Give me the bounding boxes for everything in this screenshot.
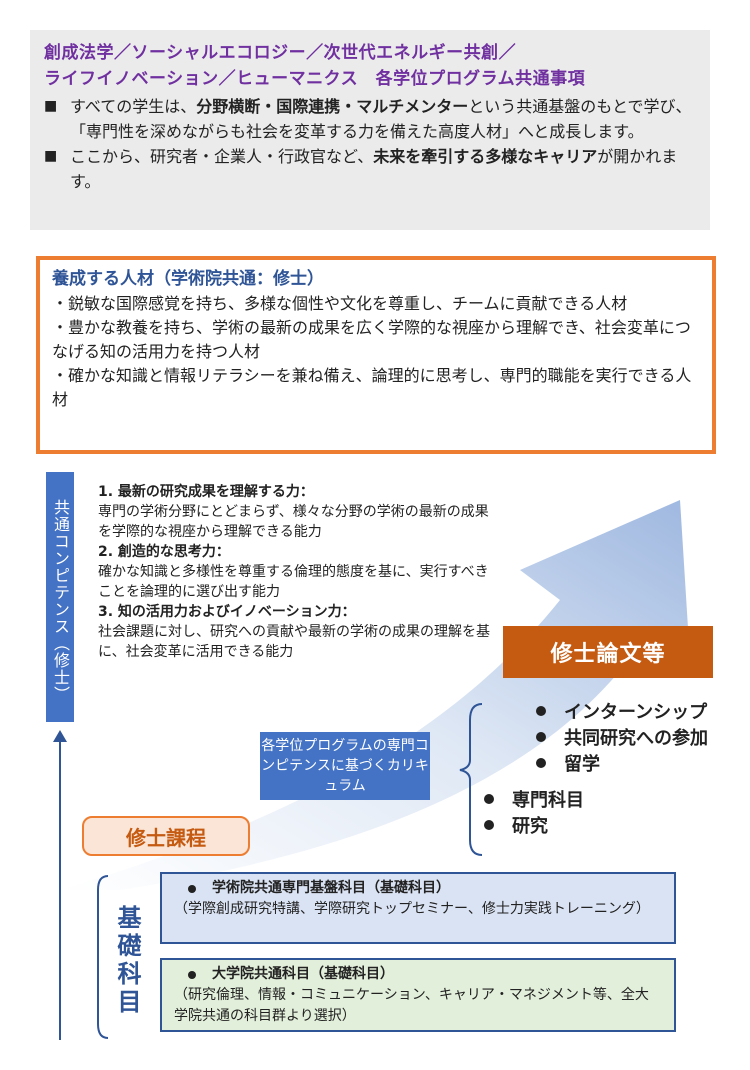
bullet-common-foundation: ■ すべての学生は、分野横断・国際連携・マルチメンターという共通基盤のもとで学び… (44, 94, 696, 144)
square-bullet-icon: ■ (44, 148, 58, 164)
talent-title: 養成する人材（学術院共通：修士） (52, 269, 324, 289)
progress-line (59, 740, 61, 1040)
competence-1-head: 1. 最新の研究成果を理解する力： (98, 484, 314, 500)
bullet2-text-bold: 未来を牽引する多様なキャリア (373, 147, 598, 166)
bullet2-text-a: ここから、研究者・企業人・行政官など、 (70, 147, 374, 166)
growth-arrow-graphic (60, 500, 690, 890)
upper-item-study-abroad: 留学 (536, 750, 600, 776)
basic-subjects-label: 基礎科目 (113, 905, 141, 1017)
arrow-up-icon (53, 730, 67, 742)
master-thesis-label: 修士論文等 (503, 626, 713, 678)
square-bullet-icon: ■ (44, 98, 58, 114)
program-title-line2: ライフイノベーション／ヒューマニクス 各学位プログラム共通事項 (44, 69, 586, 89)
competence-3-head: 3. 知の活用力およびイノベーション力： (98, 604, 356, 620)
talent-line-2: ・豊かな教養を持ち、学術の最新の成果を広く学際的な視座から理解でき、社会変革につ… (52, 318, 691, 361)
lower-item-label: 専門科目 (512, 790, 584, 811)
bullet-dot-icon (536, 732, 546, 742)
bullet-dot-icon (536, 706, 546, 716)
competence-2-body: 確かな知識と多様性を尊重する倫理的態度を基に、実行すべきことを論理的に選び出す能… (98, 564, 489, 600)
talent-line-1: ・鋭敏な国際感覚を持ち、多様な個性や文化を尊重し、チームに貢献できる人材 (52, 294, 628, 313)
talent-box: 養成する人材（学術院共通：修士） ・鋭敏な国際感覚を持ち、多様な個性や文化を尊重… (36, 256, 716, 454)
bullet-dot-icon (536, 758, 546, 768)
curriculum-box: 各学位プログラムの専門コンピテンスに基づくカリキュラム (260, 732, 430, 800)
curriculum-bracket (459, 703, 483, 856)
competence-3-body: 社会課題に対し、研究への貢献や最新の学術の成果の理解を基に、社会変革に活用できる… (98, 624, 490, 660)
subject-title: 大学院共通科目（基礎科目） (212, 966, 394, 982)
upper-item-internship: インターンシップ (536, 698, 707, 724)
upper-item-label: 留学 (564, 754, 600, 775)
subject-box-common-foundation: 学術院共通専門基盤科目（基礎科目） （学際創成研究特講、学際研究トップセミナー、… (160, 872, 676, 944)
competence-list: 1. 最新の研究成果を理解する力： 専門の学術分野にとどまらず、様々な分野の学術… (98, 482, 498, 662)
bullet1-text-bold: 分野横断・国際連携・マルチメンター (196, 97, 469, 116)
master-course-label: 修士課程 (82, 816, 250, 856)
program-title: 創成法学／ソーシャルエコロジー／次世代エネルギー共創／ ライフイノベーション／ヒ… (44, 40, 696, 92)
bullet2-text-c: が開かれます。 (70, 147, 678, 191)
competence-1-body: 専門の学術分野にとどまらず、様々な分野の学術の最新の成果を学際的な視座から理解で… (98, 504, 489, 540)
bullet-dot-icon (188, 884, 196, 893)
subject-detail: （研究倫理、情報・コミュニケーション、キャリア・マネジメント等、全大学院共通の科… (174, 987, 649, 1024)
upper-item-label: 共同研究への参加 (564, 728, 708, 749)
subject-box-graduate-common: 大学院共通科目（基礎科目） （研究倫理、情報・コミュニケーション、キャリア・マネ… (160, 958, 676, 1032)
bullet-dot-icon (484, 794, 494, 804)
bullet-dot-icon (188, 970, 196, 979)
subject-title: 学術院共通専門基盤科目（基礎科目） (212, 880, 450, 896)
lower-item-specialized: 専門科目 (484, 786, 584, 812)
upper-item-joint-research: 共同研究への参加 (536, 724, 708, 750)
upper-item-label: インターンシップ (564, 702, 708, 723)
subject-detail: （学際創成研究特講、学際研究トップセミナー、修士力実践トレーニング） (174, 901, 650, 917)
bullet1-text-c: という共通基盤のもとで学び、「専門性を深めながらも社会を変革する力を備えた高度人… (70, 97, 692, 141)
program-common-box: 創成法学／ソーシャルエコロジー／次世代エネルギー共創／ ライフイノベーション／ヒ… (30, 30, 710, 230)
talent-line-3: ・確かな知識と情報リテラシーを兼ね備え、論理的に思考し、専門的職能を実行できる人… (52, 366, 692, 409)
lower-item-research: 研究 (484, 812, 548, 838)
bullet-careers: ■ ここから、研究者・企業人・行政官など、未来を牽引する多様なキャリアが開かれま… (44, 144, 696, 194)
bullet-dot-icon (484, 820, 494, 830)
lower-item-label: 研究 (512, 816, 548, 837)
bullet1-text-a: すべての学生は、 (70, 97, 197, 116)
program-title-line1: 創成法学／ソーシャルエコロジー／次世代エネルギー共創／ (44, 43, 517, 63)
common-competence-label: 共通コンピテンス（修士） (46, 472, 74, 722)
competence-2-head: 2. 創造的な思考力： (98, 544, 230, 560)
kiso-bracket (97, 875, 109, 1039)
